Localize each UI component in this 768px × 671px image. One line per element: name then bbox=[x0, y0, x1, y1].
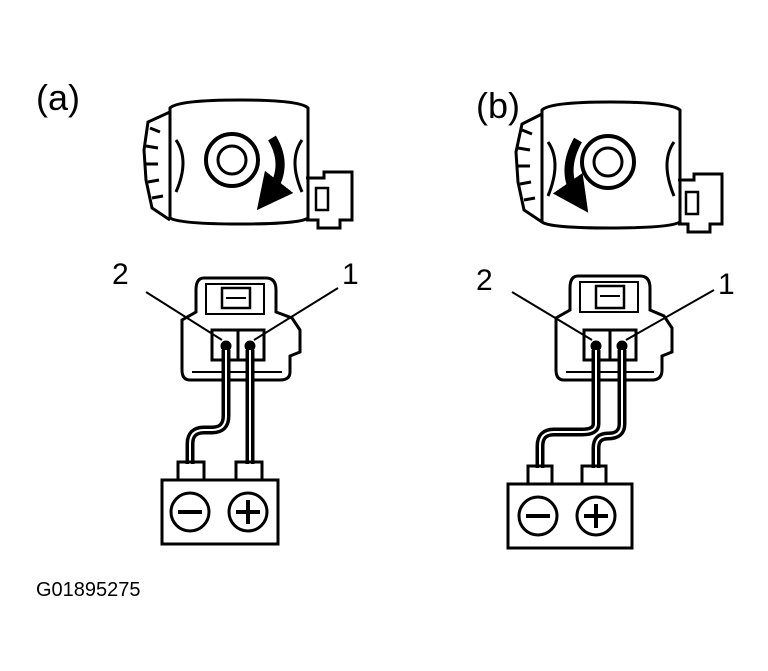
rotor-sensor-icon bbox=[514, 100, 724, 234]
panel-b-pin-2-leader bbox=[511, 291, 593, 341]
panel-a-pin-2-leader bbox=[145, 291, 223, 341]
panel-b: (b) 2 1 bbox=[476, 85, 735, 550]
panel-a-wire-negative-core bbox=[189, 350, 227, 464]
panel-a: (a) bbox=[36, 77, 359, 546]
battery-icon bbox=[160, 460, 280, 546]
rotation-arrow-icon bbox=[552, 137, 589, 213]
panel-b-pin-1-label: 1 bbox=[718, 268, 735, 301]
positive-terminal-icon bbox=[227, 491, 269, 533]
panel-a-pin-2-label: 2 bbox=[112, 258, 129, 291]
panel-a-pin-1-leader bbox=[253, 287, 339, 341]
negative-terminal-icon bbox=[517, 495, 559, 537]
panel-b-wire-positive-core bbox=[595, 350, 623, 468]
panel-b-pin-1-leader bbox=[625, 289, 715, 341]
panel-a-label: (a) bbox=[36, 77, 80, 118]
connector-icon bbox=[180, 276, 302, 382]
connector-icon bbox=[554, 274, 674, 382]
panel-b-wire-negative bbox=[535, 350, 601, 468]
battery-icon bbox=[506, 464, 634, 550]
panel-b-wire-negative-core bbox=[539, 350, 597, 468]
rotor-sensor-icon bbox=[142, 98, 354, 230]
positive-terminal-icon bbox=[575, 495, 617, 537]
panel-a-pin-1-label: 1 bbox=[342, 258, 359, 291]
panel-b-label: (b) bbox=[476, 85, 520, 126]
panel-b-pin-2-label: 2 bbox=[476, 264, 493, 297]
figure-code: G01895275 bbox=[36, 579, 141, 601]
panel-a-wire-negative bbox=[185, 350, 231, 464]
rotation-arrow-icon bbox=[256, 135, 294, 211]
negative-terminal-icon bbox=[169, 491, 211, 533]
